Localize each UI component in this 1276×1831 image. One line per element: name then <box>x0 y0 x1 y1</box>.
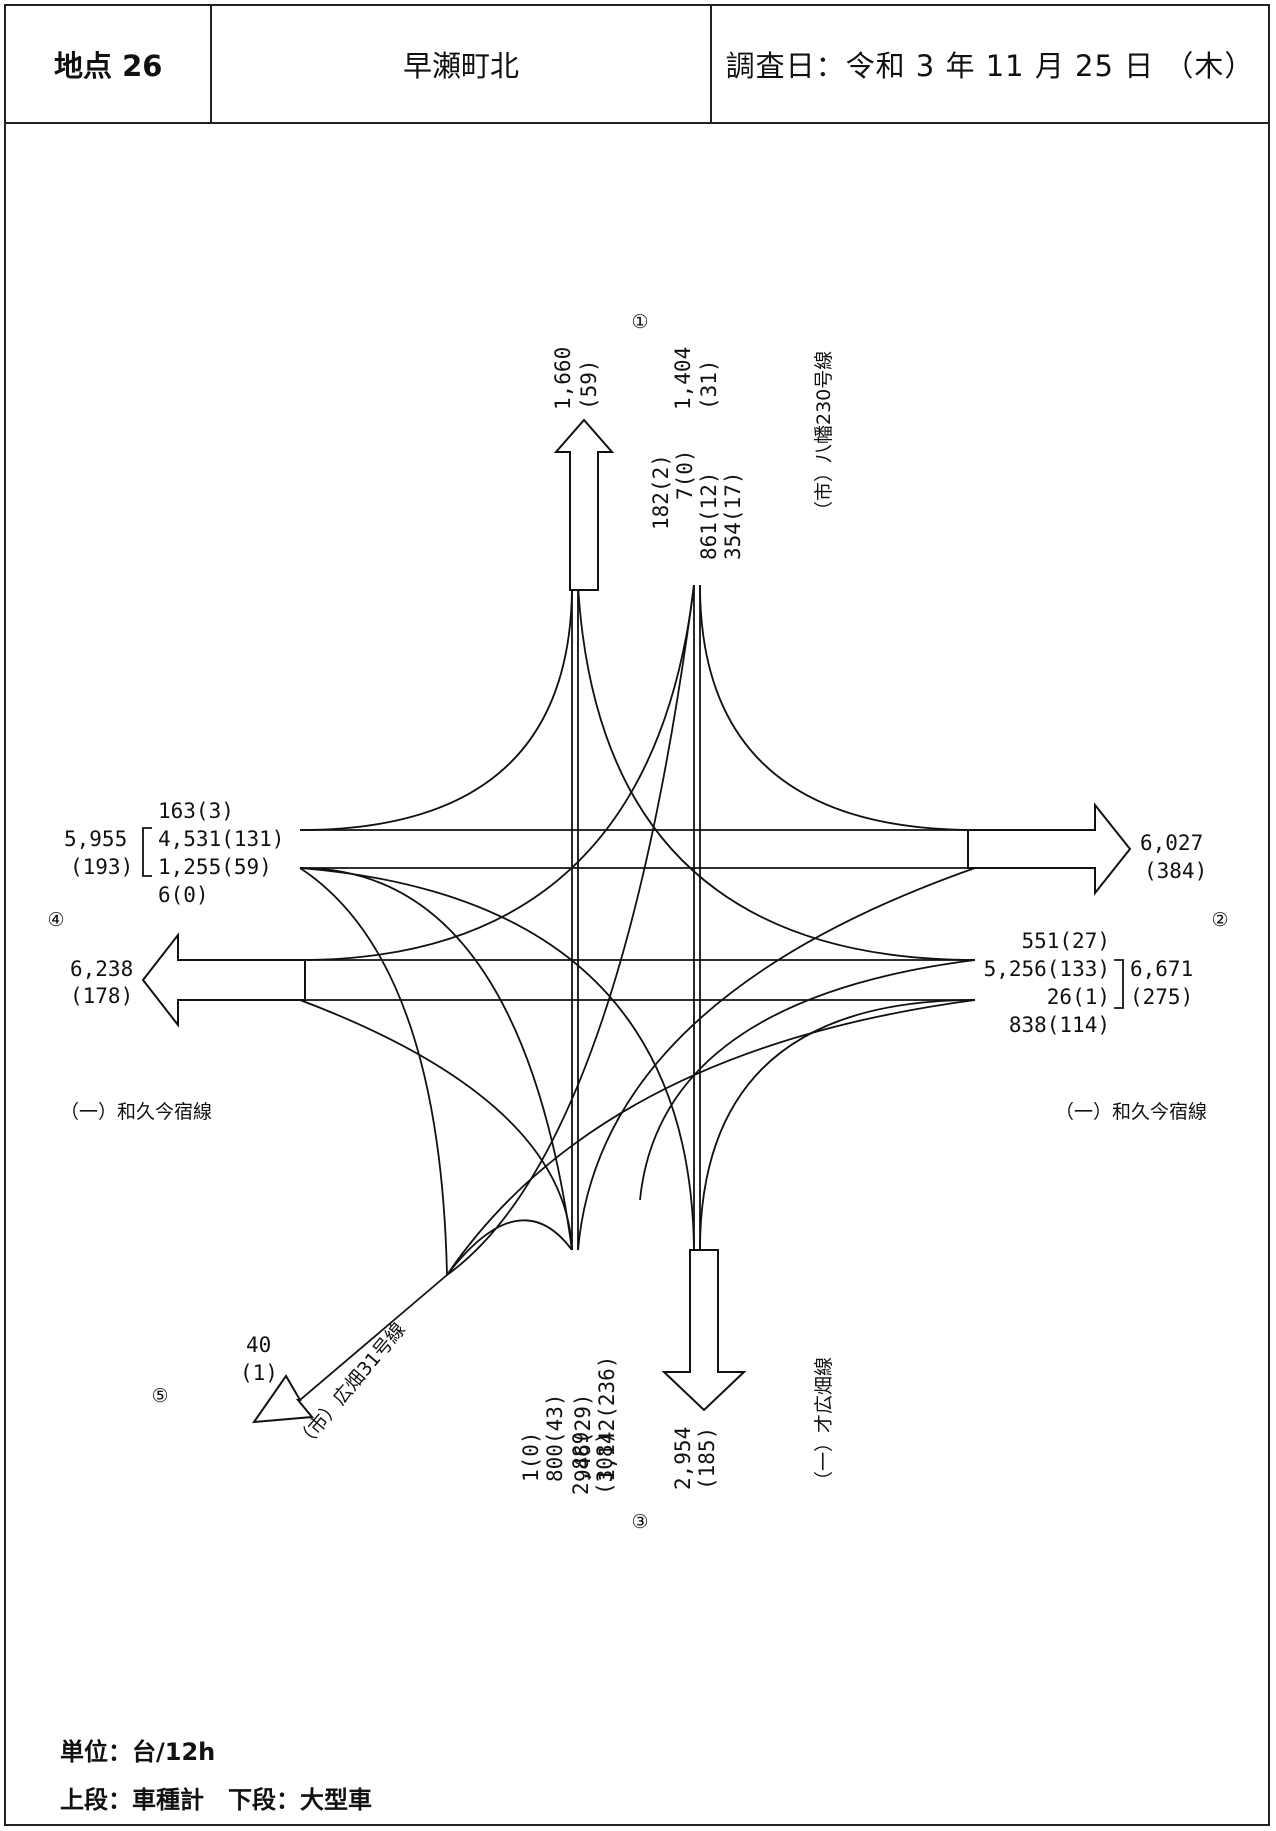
count-southwest-out-total: 40 <box>246 1333 271 1357</box>
count-west-in-large: (193) <box>70 855 133 879</box>
road-name-south: （一）才広畑線 <box>813 1357 835 1490</box>
survey-date: 調査日：令和 3 年 11 月 25 日 （木） <box>725 49 1255 83</box>
count-south-in-large: (308) <box>593 1432 617 1495</box>
count-north-in-1: 182(2) <box>649 454 673 530</box>
count-southwest-out-large: (1) <box>240 1361 278 1385</box>
bracket-west-in <box>142 827 152 877</box>
count-north-in-2: 7(0) <box>673 449 697 500</box>
approach-id-2: ② <box>1211 909 1228 931</box>
count-east-in-2: 5,256(133) <box>984 957 1110 981</box>
approach-id-4: ④ <box>47 909 64 931</box>
arrow-west-out <box>141 932 306 1028</box>
header-row: 地点 26 早瀬町北 調査日：令和 3 年 11 月 25 日 （木） <box>6 6 1268 124</box>
count-south-in-4: 1,142(236) <box>595 1356 619 1482</box>
arrow-east-out <box>967 802 1132 896</box>
arrow-north-out <box>553 418 615 591</box>
count-east-in-total: 6,671 <box>1130 957 1193 981</box>
road-name-north: （市）八幡230号線 <box>813 351 835 520</box>
location-name: 早瀬町北 <box>212 6 712 122</box>
arrow-southwest-out <box>251 1374 314 1424</box>
count-west-in-total: 5,955 <box>64 827 127 851</box>
count-south-out-large: (185) <box>695 1427 719 1490</box>
count-west-out-total: 6,238 <box>70 957 133 981</box>
count-east-out-total: 6,027 <box>1140 831 1203 855</box>
page-frame: 地点 26 早瀬町北 調査日：令和 3 年 11 月 25 日 （木） <box>4 4 1270 1826</box>
count-east-in-3: 26(1) <box>1047 985 1110 1009</box>
count-south-in-2: 800(43) <box>543 1393 567 1482</box>
count-south-in-1: 1(0) <box>519 1431 543 1482</box>
road-name-southwest: （市）広畑31号線 <box>292 1319 410 1454</box>
approach-id-5: ⑤ <box>151 1385 168 1407</box>
count-east-out-large: (384) <box>1144 859 1207 883</box>
count-south-in-3: 946(29) <box>571 1393 595 1482</box>
count-north-in-4: 354(17) <box>721 471 745 560</box>
count-north-out-total: 1,660 <box>551 347 575 410</box>
road-lines <box>299 584 976 1401</box>
count-north-out-large: (59) <box>577 359 601 410</box>
count-south-in-total-main: 2,889 <box>569 1432 593 1495</box>
count-north-in-3: 861(12) <box>697 471 721 560</box>
flow-arrows <box>141 418 1132 1424</box>
point-number: 地点 26 <box>6 6 212 122</box>
count-east-in-1: 551(27) <box>1021 929 1110 953</box>
bracket-east-in <box>1114 959 1124 1009</box>
count-west-in-4: 6(0) <box>158 883 209 907</box>
count-west-in-2: 4,531(131) <box>158 827 284 851</box>
unit-label: 単位：台/12h <box>60 1738 216 1766</box>
approach-id-3: ③ <box>631 1511 648 1533</box>
approach-id-1: ① <box>631 311 648 333</box>
count-west-in-3: 1,255(59) <box>158 855 272 879</box>
count-east-in-large: (275) <box>1130 985 1193 1009</box>
road-name-east: （一）和久今宿線 <box>1055 1101 1207 1123</box>
count-north-in-large: (31) <box>697 359 721 410</box>
count-south-out-total: 2,954 <box>671 1427 695 1490</box>
count-west-in-1: 163(3) <box>158 799 234 823</box>
count-north-in-total: 1,404 <box>671 347 695 410</box>
arrow-south-out <box>661 1249 747 1412</box>
legend: 単位：台/12h 上段：車種計 下段：大型車 <box>60 1728 372 1824</box>
count-west-out-large: (178) <box>70 984 133 1008</box>
row-legend: 上段：車種計 下段：大型車 <box>60 1786 372 1814</box>
count-east-in-4: 838(114) <box>1009 1013 1110 1037</box>
road-name-west: （一）和久今宿線 <box>60 1101 212 1123</box>
